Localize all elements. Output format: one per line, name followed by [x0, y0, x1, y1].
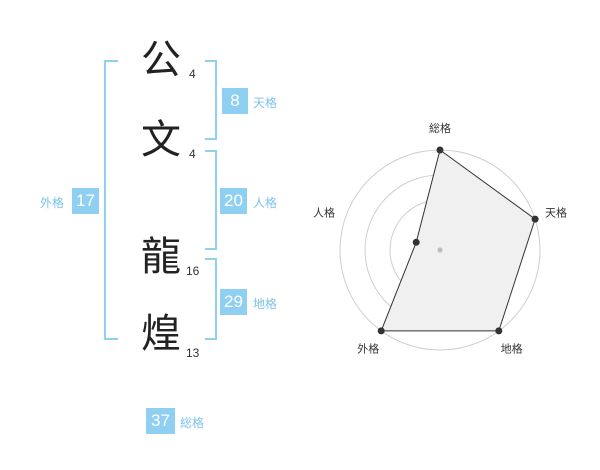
- tenkaku-badge: 8: [222, 88, 248, 114]
- gaikaku-label: 外格: [40, 196, 65, 210]
- radar-axis-label: 地格: [501, 342, 523, 356]
- stroke-count-1: 4: [189, 67, 196, 81]
- soukaku-badge: 37: [146, 408, 175, 434]
- radar-axis-label: 外格: [357, 342, 379, 356]
- stroke-count-4: 13: [186, 346, 200, 360]
- radar-point: [412, 238, 420, 246]
- radar-point: [495, 327, 503, 335]
- tenkaku-bracket: [205, 60, 217, 140]
- radar-point: [436, 146, 444, 154]
- jinkaku-label: 人格: [253, 196, 278, 210]
- name-char-4: 煌: [141, 311, 181, 357]
- name-char-1: 公: [141, 37, 181, 83]
- radar-polygon: [380, 149, 536, 332]
- soukaku-label: 総格: [180, 416, 205, 430]
- radar-center-point: [437, 247, 443, 253]
- radar-axis-label: 総格: [429, 121, 451, 135]
- radar-axis-label: 天格: [545, 205, 567, 219]
- chikaku-label: 地格: [253, 297, 278, 311]
- tenkaku-label: 天格: [253, 96, 278, 110]
- radar-point: [377, 327, 385, 335]
- stroke-count-2: 4: [189, 147, 196, 161]
- radar-axis-label: 人格: [313, 205, 335, 219]
- name-char-3: 龍: [141, 234, 181, 280]
- radar-point: [531, 215, 539, 223]
- jinkaku-badge: 20: [220, 188, 247, 214]
- jinkaku-bracket: [205, 150, 217, 250]
- chikaku-badge: 29: [220, 289, 247, 315]
- name-char-2: 文: [141, 117, 181, 163]
- chikaku-bracket: [205, 258, 217, 340]
- gaikaku-bracket: [104, 60, 118, 340]
- stroke-count-3: 16: [186, 264, 200, 278]
- gaikaku-badge: 17: [72, 188, 99, 214]
